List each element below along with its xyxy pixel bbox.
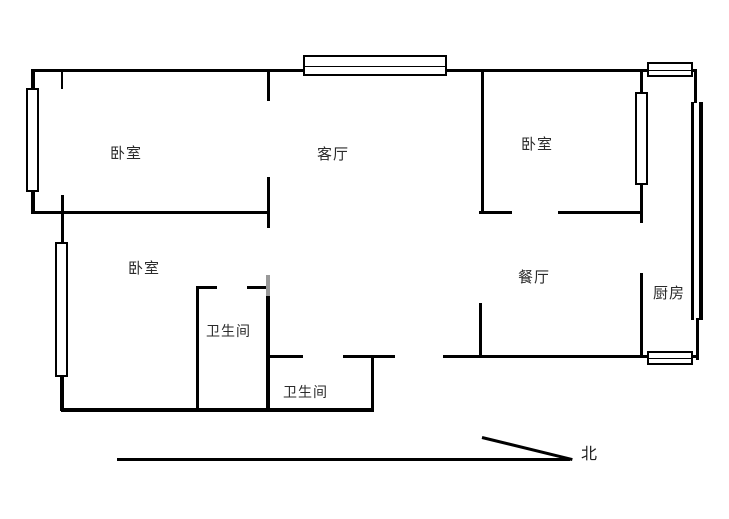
wall-bathrooms-shared bbox=[266, 296, 270, 410]
north-label: 北 bbox=[581, 444, 598, 463]
room-label-bathroom-lower: 卫生间 bbox=[283, 385, 328, 401]
wall-bathroom-upper-top-a bbox=[197, 286, 217, 289]
wall-divider-upper-stub bbox=[267, 69, 270, 101]
room-label-kitchen: 厨房 bbox=[653, 284, 686, 302]
room-label-living-room: 客厅 bbox=[317, 145, 350, 163]
wall-kitchen-left bbox=[640, 273, 643, 358]
wall-bottom-left bbox=[61, 408, 374, 412]
room-label-dining-room: 餐厅 bbox=[518, 268, 551, 286]
wall-left-lower bbox=[60, 377, 64, 411]
door-marker bbox=[266, 275, 270, 296]
wall-south-seg2 bbox=[343, 355, 395, 358]
room-label-bedroom-top-right: 卧室 bbox=[521, 135, 554, 153]
room-label-bedroom-bottom-left: 卧室 bbox=[128, 259, 161, 277]
wall-right-double-inner bbox=[691, 102, 694, 320]
wall-stub-top-left bbox=[61, 69, 63, 89]
wall-dining-stub bbox=[479, 303, 482, 357]
window-kitchen-south bbox=[647, 351, 693, 365]
wall-south-seg1 bbox=[267, 355, 303, 358]
window-bedroom3-west bbox=[55, 242, 68, 377]
wall-divider-lower-stub bbox=[267, 177, 270, 228]
wall-right-double-outer bbox=[699, 102, 703, 320]
room-label-bedroom-top-left: 卧室 bbox=[110, 144, 143, 162]
wall-right-lower bbox=[696, 318, 699, 360]
wall-livingroom-bedroom2-divider bbox=[481, 71, 484, 213]
room-label-bathroom-upper: 卫生间 bbox=[206, 324, 251, 340]
window-bedroom2-east bbox=[635, 92, 648, 185]
wall-right-corner bbox=[694, 71, 697, 103]
wall-bedroom1-bottom bbox=[33, 211, 269, 214]
wall-bedroom2-right-upper bbox=[640, 72, 643, 93]
wall-bedroom2-right-lower bbox=[640, 185, 643, 223]
wall-bottom-right bbox=[443, 355, 697, 358]
window-bedroom1-west bbox=[26, 88, 39, 192]
wall-bathroom-upper-left bbox=[196, 286, 199, 410]
window-living-room-north bbox=[303, 55, 447, 76]
wall-bathroom-upper-top-b bbox=[247, 286, 269, 289]
window-top-right bbox=[647, 62, 693, 77]
wall-bathroom-lower-right bbox=[371, 357, 374, 410]
wall-bedroom2-bottom-a bbox=[479, 211, 512, 214]
north-arrow-shaft bbox=[117, 458, 570, 461]
wall-bedroom2-bottom-b bbox=[558, 211, 643, 214]
wall-left-mid-stub bbox=[61, 195, 64, 242]
